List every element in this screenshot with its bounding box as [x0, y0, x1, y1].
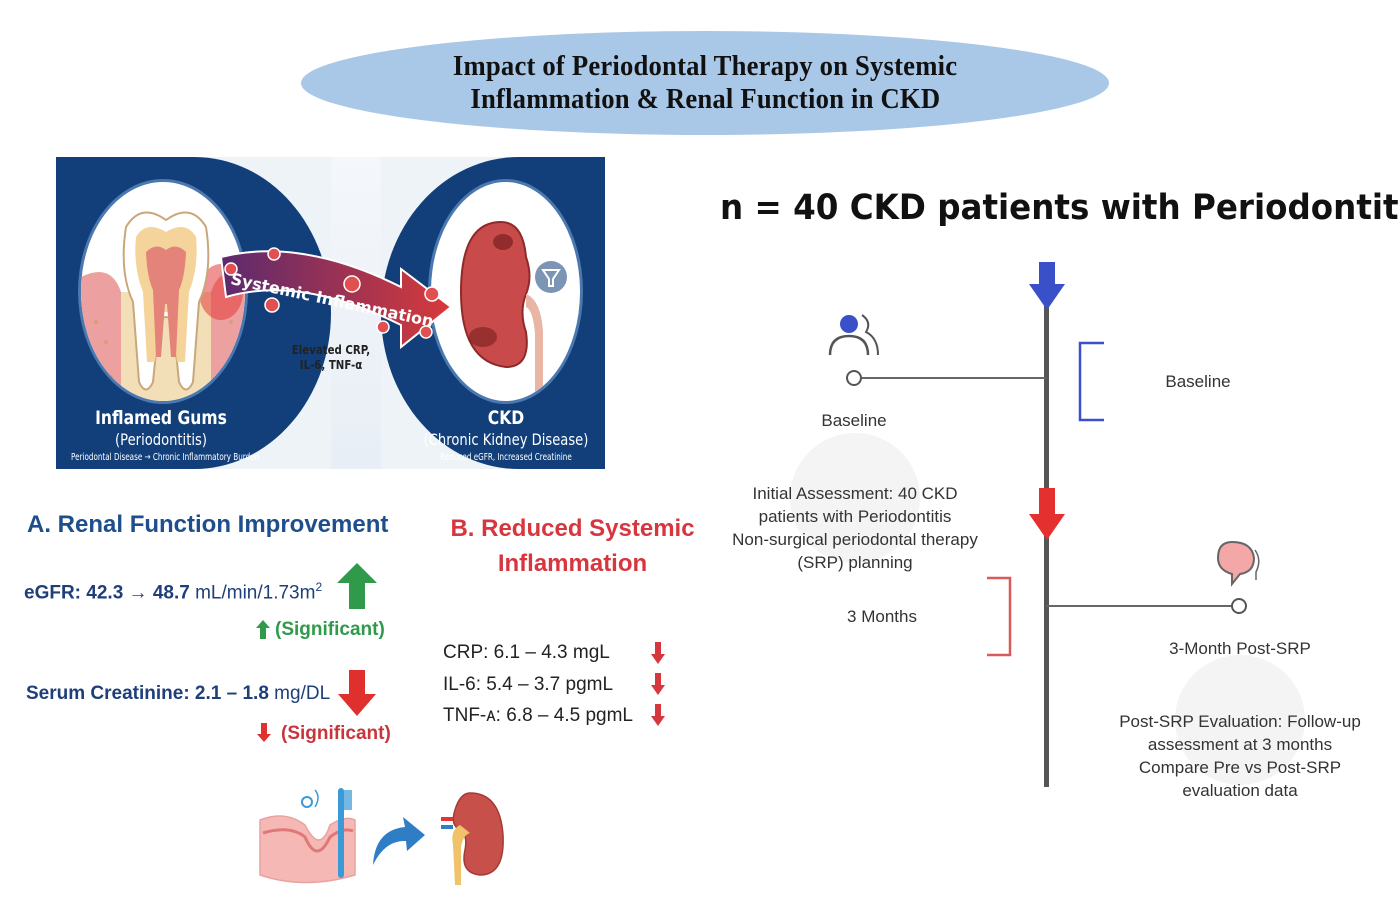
damaged-kidney-icon	[459, 220, 567, 397]
inflamed-tooth-icon	[81, 211, 245, 401]
inflamed-gums-title: Inflamed Gums	[95, 407, 227, 429]
right-caption: Reduced eGFR, Increased Creatinine	[440, 452, 572, 463]
chat-bubble-icon	[1216, 540, 1260, 587]
followup-node-label: 3-Month Post-SRP	[1169, 639, 1311, 658]
followup-node	[1231, 598, 1247, 614]
significant-down-icon	[257, 723, 271, 742]
elevated-markers-label: Elevated CRP, IL-6, TNF-α	[291, 343, 371, 372]
tnf-down-icon	[651, 704, 665, 726]
crp-down-icon	[651, 642, 665, 664]
baseline-arrow-icon	[1029, 262, 1065, 310]
title-line-2: Inflammation & Renal Function in CKD	[470, 83, 940, 115]
baseline-bracket-label: Baseline	[1165, 372, 1231, 391]
il6-marker: IL-6: 5.4 – 3.7 pgmL	[443, 674, 614, 695]
three-month-bracket-label: 3 Months	[847, 607, 917, 626]
study-population-heading: n = 40 CKD patients with Periodontitis	[720, 188, 1400, 228]
baseline-node	[846, 370, 862, 386]
left-caption: Periodontal Disease → Chronic Inflammato…	[71, 452, 260, 463]
baseline-bg-circle	[790, 433, 920, 563]
kidney-icon	[441, 792, 504, 885]
systemic-inflammation-arrow	[219, 247, 453, 350]
kidney-circle	[428, 179, 583, 404]
therapy-to-kidney-icons	[259, 788, 504, 885]
crp-marker: CRP: 6.1 – 4.3 mgL	[443, 642, 610, 663]
ckd-title: CKD	[487, 407, 525, 429]
followup-bg-circle	[1175, 655, 1305, 785]
egfr-significance: (Significant)	[275, 619, 385, 640]
curved-arrow-icon	[373, 817, 425, 865]
gum-toothbrush-icon	[259, 788, 356, 884]
significant-up-icon	[256, 620, 270, 639]
il6-down-icon	[651, 673, 665, 695]
title-line-1: Impact of Periodontal Therapy on Systemi…	[452, 50, 958, 82]
three-month-bracket	[987, 576, 1012, 657]
followup-description: Post-SRP Evaluation: Follow-up assessmen…	[1119, 712, 1361, 800]
creatinine-down-arrow-icon	[338, 670, 376, 716]
periodontitis-subtitle: (Periodontitis)	[115, 430, 207, 449]
egfr-value: eGFR: 42.3 → 48.7 mL/min/1.73m2	[24, 580, 323, 604]
egfr-up-arrow-icon	[337, 563, 377, 609]
periodontitis-ckd-illustration: Systemic Inflammation Elevated CRP, IL-6…	[56, 157, 605, 469]
renal-function-heading: A. Renal Function Improvement	[27, 511, 389, 538]
title-banner: Impact of Periodontal Therapy on Systemi…	[301, 31, 1109, 135]
baseline-bracket	[1078, 341, 1104, 422]
inflammation-heading: B. Reduced Systemic Inflammation	[450, 515, 695, 577]
timeline-axis	[1044, 305, 1049, 787]
group-people-icon	[828, 314, 879, 356]
creatinine-significance: (Significant)	[281, 723, 391, 744]
followup-arrow-icon	[1029, 488, 1065, 540]
ckd-subtitle: (Chronic Kidney Disease)	[423, 430, 589, 449]
tnf-marker: TNF-ᴀ: 6.8 – 4.5 pgmL	[443, 705, 633, 726]
baseline-description: Initial Assessment: 40 CKD patients with…	[732, 484, 978, 572]
creatinine-value: Serum Creatinine: 2.1 – 1.8 mg/DL	[26, 683, 331, 704]
baseline-node-label: Baseline	[821, 411, 887, 430]
